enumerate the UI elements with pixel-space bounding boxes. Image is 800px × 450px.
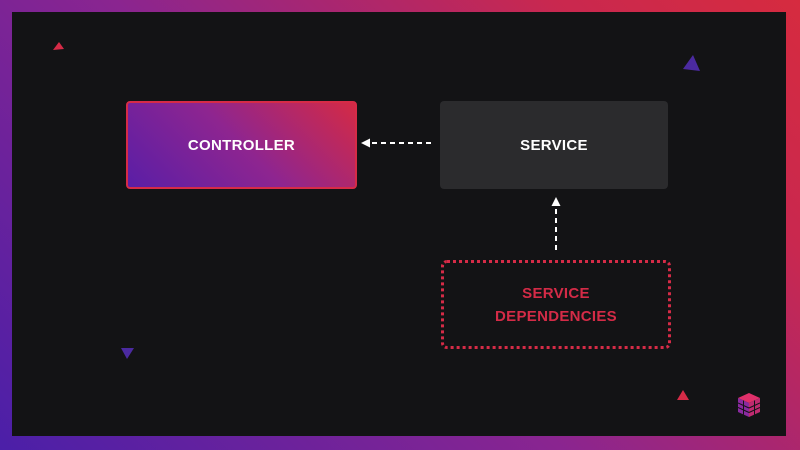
decorative-triangle-icon [677, 390, 689, 400]
dependencies-label-line1: SERVICE [522, 284, 590, 302]
diagram-canvas: CONTROLLER SERVICE SERVICE DEPENDENCIES [12, 12, 786, 436]
decorative-triangle-icon [683, 55, 700, 71]
arrowhead-up-icon [551, 197, 561, 206]
edge-dependencies-to-service [551, 197, 561, 250]
dependencies-label-line2: DEPENDENCIES [495, 307, 617, 325]
decorative-triangle-icon [121, 348, 134, 359]
controller-label: CONTROLLER [187, 136, 296, 154]
arrowhead-left-icon [361, 138, 370, 148]
service-label: SERVICE [520, 136, 588, 154]
decorative-triangle-icon [53, 42, 64, 50]
edge-service-to-controller [361, 138, 431, 148]
service-dependencies-node: SERVICE DEPENDENCIES [441, 260, 671, 349]
diagram-overlay [53, 42, 700, 400]
service-node: SERVICE [440, 101, 668, 189]
controller-node: CONTROLLER [126, 101, 357, 189]
stacked-cubes-icon [738, 393, 760, 417]
